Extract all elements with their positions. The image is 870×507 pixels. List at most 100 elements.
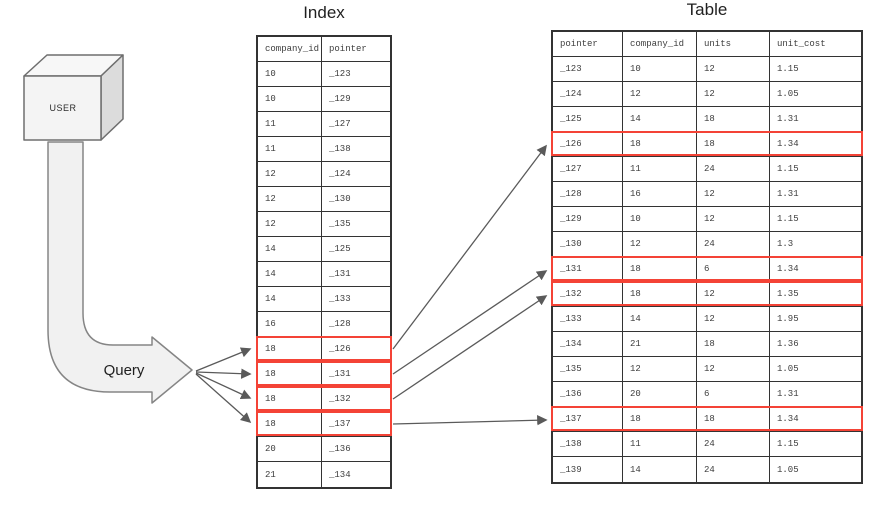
table-cell: 12 bbox=[697, 182, 770, 206]
table-cell: _135 bbox=[329, 219, 351, 229]
table-cell: _129 bbox=[553, 207, 623, 231]
table-cell: _127 bbox=[553, 157, 623, 181]
table-cell: 10 bbox=[623, 57, 697, 81]
column-header: company_id bbox=[623, 32, 697, 56]
table-row: 21 _134 bbox=[258, 462, 390, 487]
user-cube-label: USER bbox=[49, 103, 77, 113]
table-row: 10_123 bbox=[258, 62, 390, 87]
column-header: company_id bbox=[258, 37, 322, 61]
table-cell: 18 bbox=[623, 282, 697, 306]
query-arrow bbox=[47, 141, 193, 404]
table-cell: _138 bbox=[553, 432, 623, 456]
table-cell: _130 bbox=[329, 194, 351, 204]
table-row-highlighted: 18 _132 bbox=[256, 385, 392, 412]
table-cell: 24 bbox=[697, 457, 770, 482]
table-cell: 24 bbox=[697, 157, 770, 181]
table-cell: 11 bbox=[258, 112, 322, 136]
table-cell: 11 bbox=[258, 137, 322, 161]
table-cell: _125 bbox=[329, 244, 351, 254]
table-cell: 18 bbox=[697, 407, 770, 431]
table-row: 14_131 bbox=[258, 262, 390, 287]
table-cell: 1.15 bbox=[777, 164, 799, 174]
table-cell: _128 bbox=[329, 319, 351, 329]
table-cell: _134 bbox=[329, 469, 351, 480]
table-cell: 12 bbox=[697, 57, 770, 81]
table-row: 20 _136 bbox=[258, 437, 390, 462]
table-cell: 18 bbox=[623, 407, 697, 431]
index-table-title: Index bbox=[303, 3, 345, 22]
table-cell: _126 bbox=[329, 344, 351, 354]
table-cell: 1.05 bbox=[777, 464, 799, 475]
table-cell: 10 bbox=[258, 62, 322, 86]
table-row: 12 _124 bbox=[258, 162, 390, 187]
table-cell: _127 bbox=[329, 119, 351, 129]
table-cell: _123 bbox=[553, 57, 623, 81]
table-cell: 1.15 bbox=[777, 439, 799, 449]
table-cell: 20 bbox=[258, 437, 322, 461]
table-cell: 12 bbox=[623, 82, 697, 106]
table-cell: _132 bbox=[553, 282, 623, 306]
table-cell: 12 bbox=[623, 357, 697, 381]
table-cell: 24 bbox=[697, 232, 770, 256]
table-cell: _129 bbox=[329, 94, 351, 104]
table-row-highlighted: 18_137 bbox=[256, 410, 392, 437]
table-cell: _136 bbox=[329, 444, 351, 454]
query-arrow-label: Query bbox=[103, 362, 145, 379]
table-cell: _138 bbox=[329, 144, 351, 154]
table-cell: 12 bbox=[258, 162, 322, 186]
table-cell: 6 bbox=[697, 382, 770, 406]
table-cell: 20 bbox=[623, 382, 697, 406]
table-cell: _132 bbox=[329, 394, 351, 404]
table-cell: _124 bbox=[329, 169, 351, 179]
table-cell: 18 bbox=[697, 332, 770, 356]
column-header: units bbox=[697, 32, 770, 56]
table-cell: 12 bbox=[697, 207, 770, 231]
table-cell: 1.31 bbox=[777, 389, 799, 399]
table-cell: 1.36 bbox=[777, 339, 799, 349]
table-cell: 11 bbox=[623, 432, 697, 456]
table-cell: 21 bbox=[258, 462, 322, 487]
main-table-title: Table bbox=[686, 0, 728, 19]
table-cell: 18 bbox=[258, 412, 322, 436]
table-cell: _137 bbox=[553, 407, 623, 431]
column-header: unit_cost bbox=[777, 39, 826, 49]
table-cell: 1.35 bbox=[777, 289, 799, 299]
table-cell: 1.34 bbox=[777, 139, 799, 149]
table-row: 12 _130 bbox=[258, 187, 390, 212]
table-cell: _131 bbox=[329, 369, 351, 379]
table-cell: 1.31 bbox=[777, 114, 799, 124]
column-header: pointer bbox=[553, 32, 623, 56]
table-cell: 6 bbox=[697, 257, 770, 281]
table-cell: 18 bbox=[258, 387, 322, 411]
table-cell: _130 bbox=[553, 232, 623, 256]
table-cell: 1.3 bbox=[777, 239, 794, 249]
table-cell: _139 bbox=[553, 457, 623, 482]
table-cell: 12 bbox=[258, 187, 322, 211]
table-cell: 1.31 bbox=[777, 189, 799, 199]
index-to-table-arrows bbox=[392, 144, 548, 426]
table-cell: 12 bbox=[697, 307, 770, 331]
table-cell: 18 bbox=[258, 362, 322, 386]
table-cell: _134 bbox=[553, 332, 623, 356]
table-cell: 12 bbox=[258, 212, 322, 236]
table-cell: 14 bbox=[258, 287, 322, 311]
table-cell: 21 bbox=[623, 332, 697, 356]
table-cell: _131 bbox=[329, 269, 351, 279]
table-row: 11 _138 bbox=[258, 137, 390, 162]
table-cell: 12 bbox=[623, 232, 697, 256]
table-row: 14_133 bbox=[258, 287, 390, 312]
